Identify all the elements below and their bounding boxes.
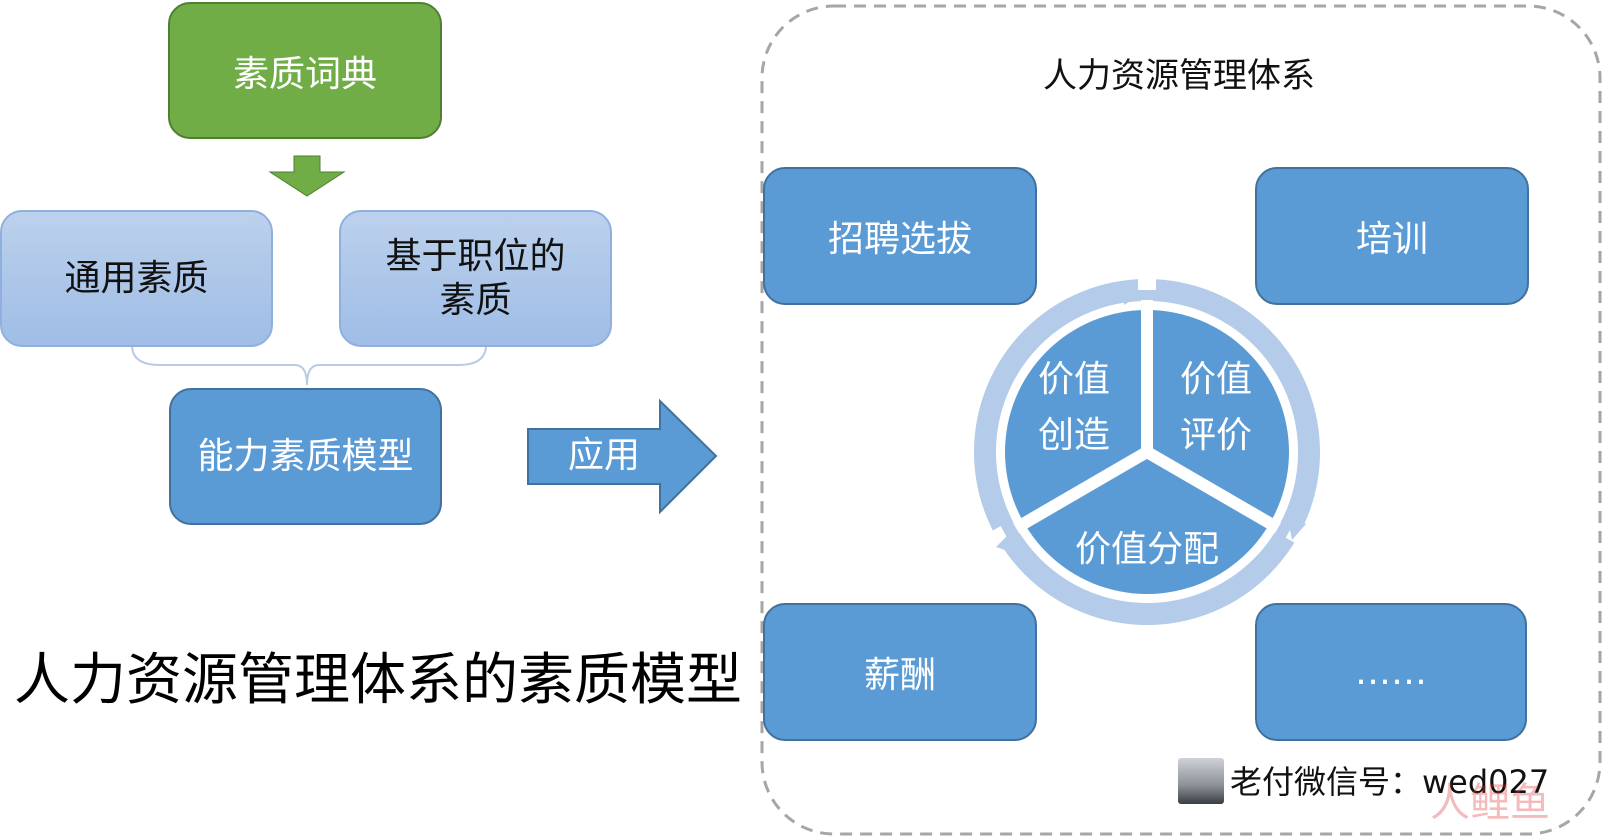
training-box: 培训 xyxy=(1255,167,1529,305)
competency-model-label: 能力素质模型 xyxy=(197,435,414,477)
cycle-arrowhead-icon xyxy=(1124,282,1143,305)
avatar xyxy=(1178,758,1224,804)
value-creation-line1: 价值 xyxy=(1037,359,1110,400)
value-evaluation-line1: 价值 xyxy=(1179,359,1252,400)
cycle-arrowhead-icon xyxy=(996,532,1014,553)
value-creation-label: 价值 创造 xyxy=(1024,352,1124,464)
system-title: 人力资源管理体系 xyxy=(1043,56,1315,96)
competency-model-box: 能力素质模型 xyxy=(169,388,442,525)
down-arrow-icon xyxy=(268,155,346,197)
recruitment-label: 招聘选拔 xyxy=(827,219,972,260)
value-distribution-label: 价值分配 xyxy=(1074,529,1219,570)
competency-dictionary-box: 素质词典 xyxy=(168,2,442,139)
value-evaluation-label: 价值 评价 xyxy=(1166,352,1266,464)
logo-watermark: 人鲤鱼 xyxy=(1430,780,1550,826)
competency-dictionary-label: 素质词典 xyxy=(232,53,377,95)
recruitment-box: 招聘选拔 xyxy=(763,167,1037,305)
general-competency-box: 通用素质 xyxy=(0,210,273,347)
general-competency-label: 通用素质 xyxy=(64,257,209,299)
position-competency-label-line2: 素质 xyxy=(439,279,512,321)
salary-label: 薪酬 xyxy=(863,655,936,696)
apply-arrow-label: 应用 xyxy=(568,435,641,476)
watermark-text: 老付微信号：wed027 xyxy=(1230,763,1550,801)
value-creation-line2: 创造 xyxy=(1037,415,1110,456)
training-label: 培训 xyxy=(1355,219,1428,260)
more-box: …… xyxy=(1255,603,1527,741)
merge-bracket xyxy=(131,344,487,386)
position-competency-label-line1: 基于职位的 xyxy=(385,235,566,277)
diagram-caption: 人力资源管理体系的素质模型 xyxy=(14,648,742,713)
position-competency-box: 基于职位的 素质 xyxy=(339,210,612,347)
apply-arrow-icon xyxy=(527,398,718,515)
cycle-arrowhead-icon xyxy=(1287,515,1306,540)
more-label: …… xyxy=(1355,651,1427,693)
salary-box: 薪酬 xyxy=(763,603,1037,741)
system-frame xyxy=(760,4,1602,836)
value-evaluation-line2: 评价 xyxy=(1179,415,1252,456)
